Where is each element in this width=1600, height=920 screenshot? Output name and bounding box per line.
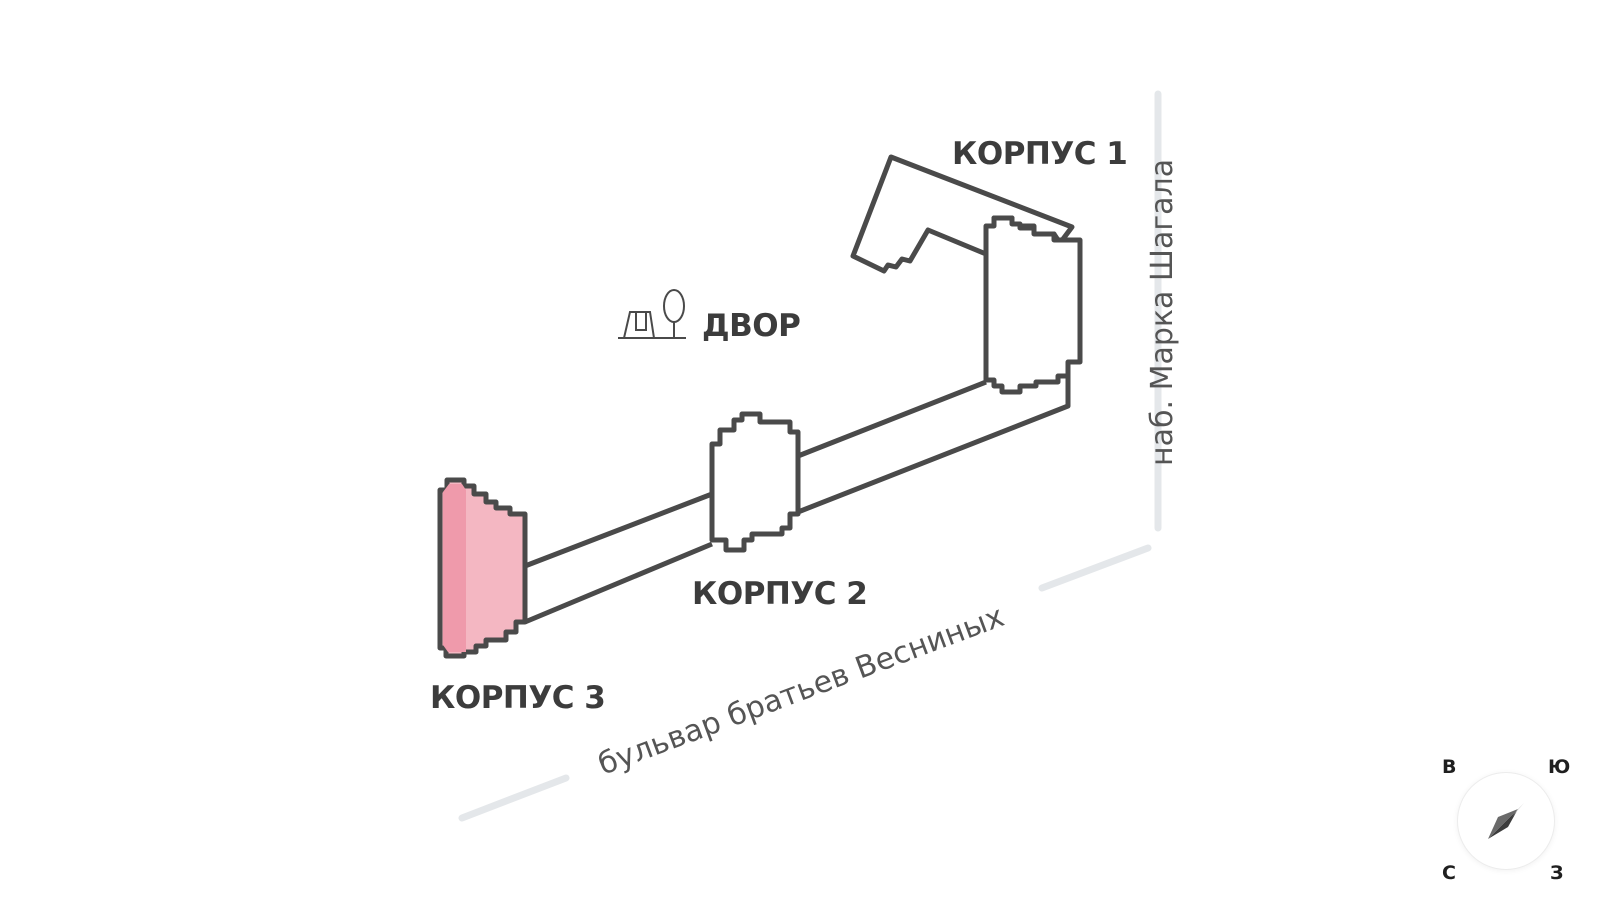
korpus-2-shape[interactable] <box>709 411 801 553</box>
embankment-street-label: наб. Марка Шагала <box>1145 159 1180 466</box>
boulevard-street-label: бульвар братьев Весниных <box>594 599 1009 782</box>
road-boulevard-right <box>1038 544 1152 592</box>
compass-arrow-icon <box>1488 803 1524 839</box>
building-korpus-3[interactable] <box>437 477 528 659</box>
compass-control[interactable] <box>1457 772 1555 870</box>
korpus-3-label[interactable]: КОРПУС 3 <box>430 680 606 716</box>
korpus-1-label[interactable]: КОРПУС 1 <box>952 136 1128 172</box>
compass-west-label[interactable]: З <box>1550 862 1564 884</box>
compass-south-label[interactable]: Ю <box>1548 756 1571 778</box>
connector-left-lower <box>524 541 713 625</box>
korpus-2-label[interactable]: КОРПУС 2 <box>692 576 868 612</box>
compass-east-label[interactable]: В <box>1442 756 1457 778</box>
yard-label: ДВОР <box>702 308 800 344</box>
compass-north-label[interactable]: С <box>1442 862 1456 884</box>
korpus-3-shadow-face <box>443 484 466 652</box>
roads <box>458 90 1162 822</box>
connector-upper <box>797 379 987 459</box>
building-korpus-1[interactable] <box>983 215 1083 395</box>
road-boulevard-left <box>458 774 570 822</box>
connector-left-upper <box>524 491 713 569</box>
playground-tree-icon <box>618 289 686 339</box>
korpus-1-shape[interactable] <box>983 215 1083 395</box>
connector-lower <box>797 376 1071 515</box>
building-korpus-2[interactable] <box>709 411 801 553</box>
